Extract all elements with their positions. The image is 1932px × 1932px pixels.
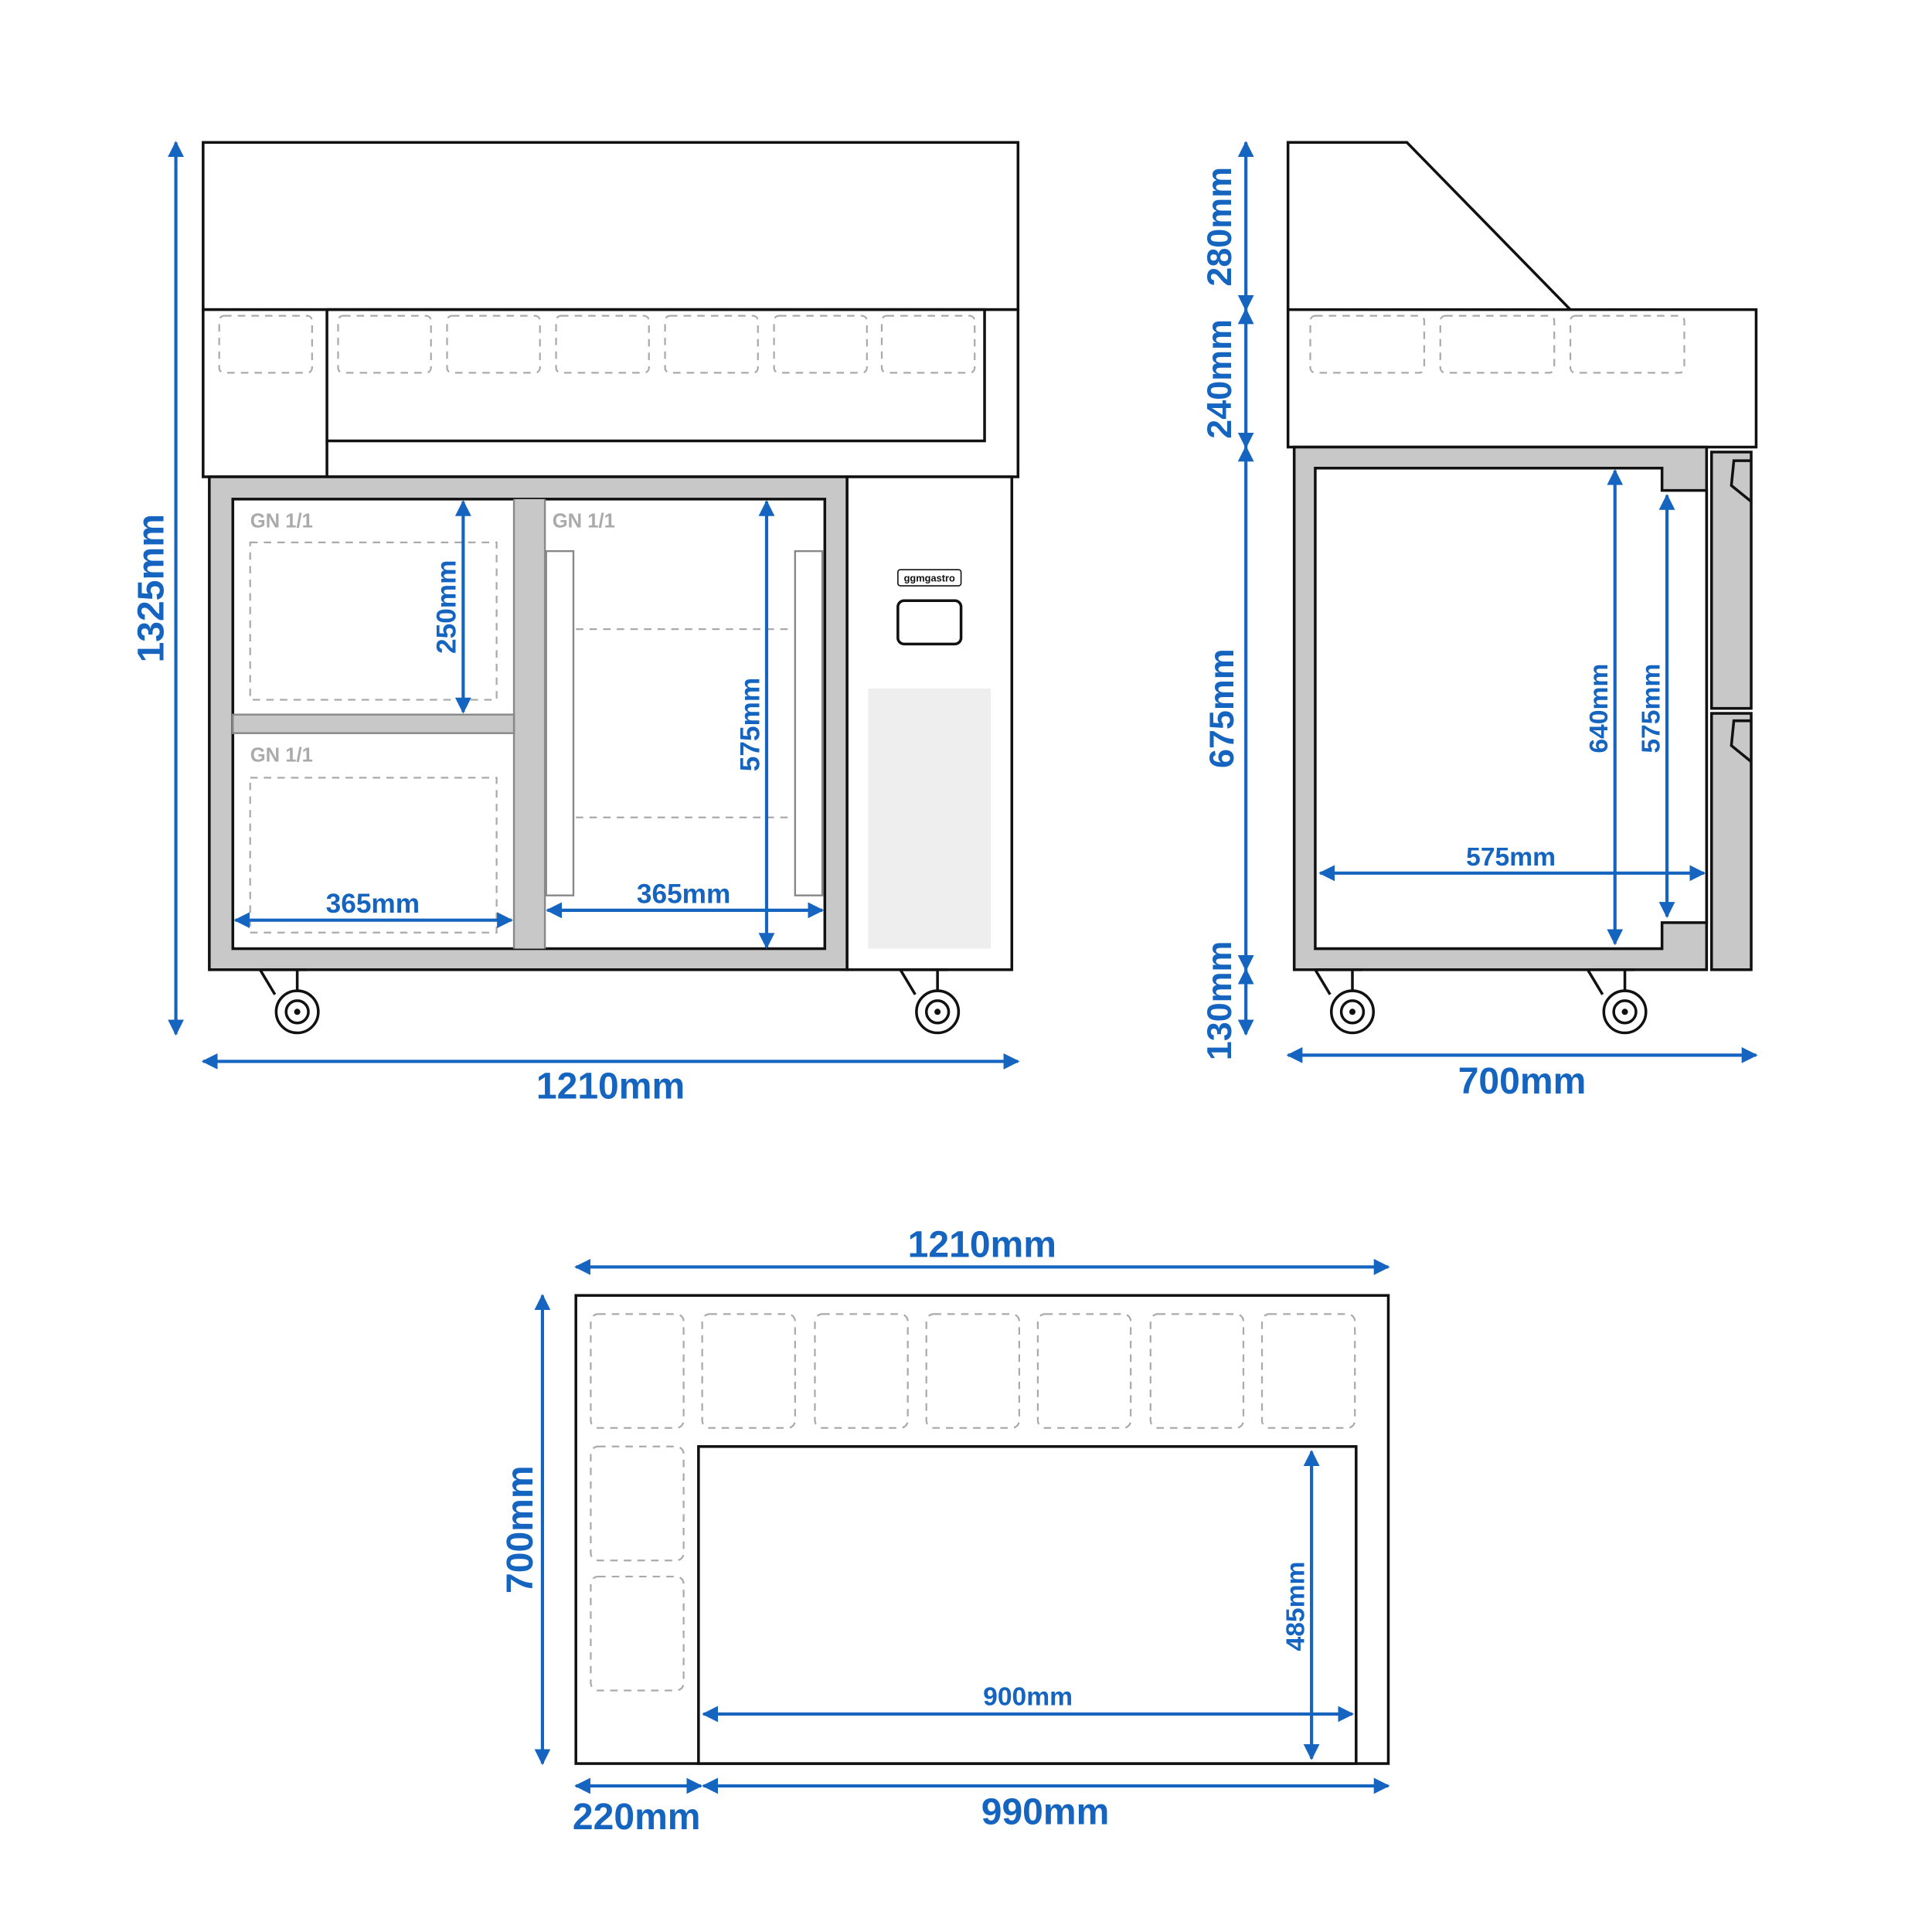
gn-pan <box>218 315 313 374</box>
caster-wheel-icon <box>259 968 320 1035</box>
gn-pan <box>1149 1313 1245 1429</box>
control-display <box>896 599 963 646</box>
dimension-label: 575mm <box>735 678 765 772</box>
caster-wheel-icon <box>1314 968 1376 1035</box>
gn-pan <box>446 315 541 374</box>
gn-pan <box>555 315 650 374</box>
top-view <box>574 1294 1390 1765</box>
dimension-label: 575mm <box>1466 843 1556 872</box>
door-profile <box>1709 712 1753 971</box>
hood <box>1286 141 1572 311</box>
dimension-label: 485mm <box>1282 1562 1311 1651</box>
gn-pan <box>590 1575 685 1692</box>
dimension-label: 575mm <box>1637 664 1665 753</box>
gn-pan <box>664 315 759 374</box>
gn-pan <box>1036 1313 1132 1429</box>
dimension-label: 900mm <box>983 1683 1073 1712</box>
dimension-label: 675mm <box>1202 648 1241 768</box>
brand-logo-text: ggmgastro <box>904 572 955 583</box>
dimension-label: 990mm <box>981 1791 1110 1833</box>
dimension-label: 240mm <box>1199 319 1239 439</box>
dimension-label: 365mm <box>637 879 730 909</box>
work-surface <box>697 1445 1358 1765</box>
dimension-label: 1210mm <box>908 1224 1056 1266</box>
dimension-label: 130mm <box>1199 941 1239 1061</box>
compartment-label: GN 1/1 <box>250 745 313 767</box>
compartment-label: GN 1/1 <box>553 511 615 532</box>
dimension-label: 220mm <box>573 1796 701 1838</box>
front-view: GN 1/1 GN 1/1 GN 1/1 ggmgastro <box>202 141 1020 971</box>
compartment-label: GN 1/1 <box>250 511 313 532</box>
dimension-label: 1210mm <box>536 1065 685 1107</box>
gn-pan <box>590 1445 685 1562</box>
vent-panel <box>868 689 992 949</box>
gn-pan <box>1439 315 1556 374</box>
gn-pan <box>1260 1313 1356 1429</box>
pan-band <box>202 308 1020 478</box>
gn-pan <box>880 315 976 374</box>
dimension-label: 700mm <box>499 1465 541 1594</box>
gn-pan <box>773 315 868 374</box>
casters <box>259 968 1648 1035</box>
pan-row <box>218 315 976 374</box>
caster-wheel-icon <box>1586 968 1648 1035</box>
door-profile <box>1709 451 1753 710</box>
gn-pan <box>814 1313 909 1429</box>
gn-pan <box>925 1313 1021 1429</box>
dimension-label: 280mm <box>1199 167 1239 287</box>
dimension-label: 700mm <box>1458 1060 1587 1102</box>
dimension-label: 1325mm <box>131 514 172 662</box>
brand-logo <box>897 569 962 587</box>
pan-band <box>1286 308 1758 449</box>
gn-pan <box>1309 315 1426 374</box>
dimension-label: 250mm <box>432 560 462 655</box>
dimension-label: 365mm <box>326 889 420 919</box>
caster-wheel-icon <box>899 968 961 1035</box>
dimension-lines: 1325mm 1210mm 250mm 575mm 365mm 365mm 280mm 240… <box>131 141 1758 1838</box>
hood <box>202 141 1020 311</box>
drawer-1 <box>249 541 498 701</box>
gn-pan <box>1569 315 1685 374</box>
gn-pan <box>701 1313 796 1429</box>
gn-pan <box>590 1313 685 1429</box>
drawer-2 <box>249 777 498 934</box>
dimension-label: 640mm <box>1585 664 1614 753</box>
gn-pan <box>337 315 432 374</box>
